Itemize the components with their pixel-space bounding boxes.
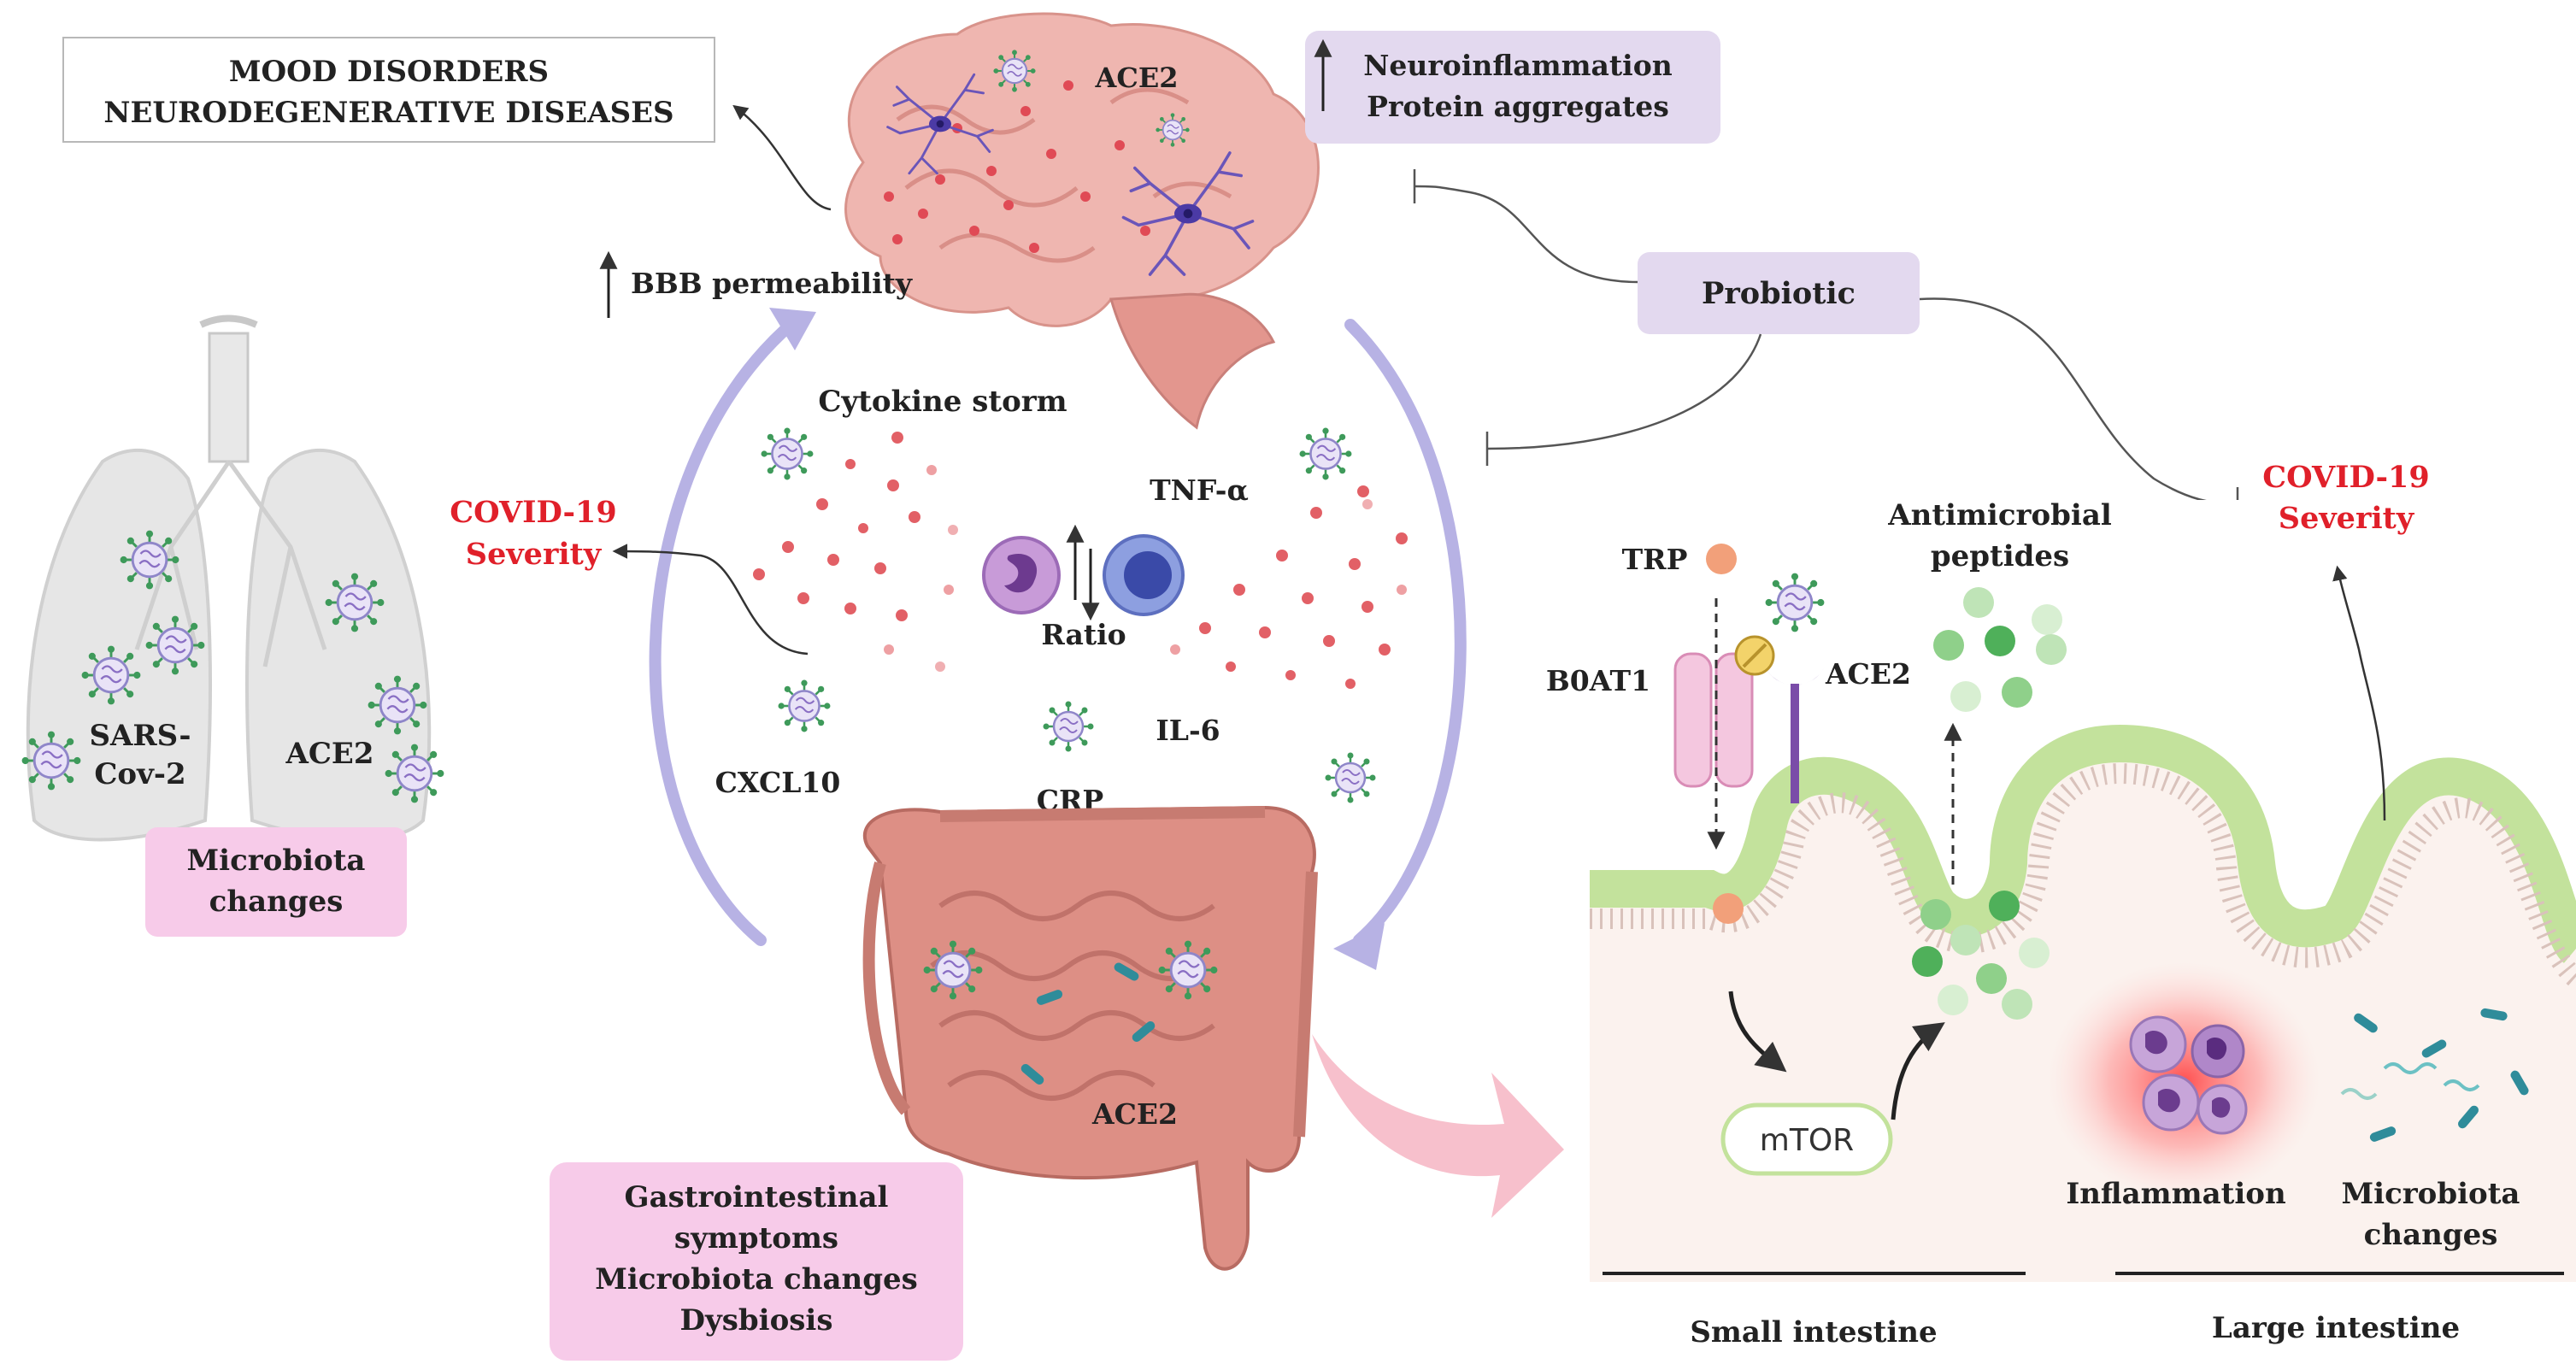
gi-symptoms-box: Gastrointestinal symptoms Microbiota cha… [550, 1162, 963, 1361]
virus-icon [81, 645, 141, 705]
intestine-ace2-label: ACE2 [1825, 657, 1911, 691]
monocyte-icon [982, 536, 1061, 614]
gi-label-4: Dysbiosis [680, 1303, 833, 1338]
trp-molecule [1706, 544, 1737, 574]
tnf-alpha-label: TNF-α [1150, 473, 1249, 507]
gi-label-1: Gastrointestinal [625, 1180, 889, 1214]
lymphocyte-icon [1103, 534, 1185, 616]
virus-icon [778, 679, 831, 732]
virus-icon [1765, 573, 1825, 632]
neutrophil-icon [2129, 1015, 2248, 1135]
virus-icon [385, 744, 444, 803]
severity-left-label: Severity [466, 537, 603, 572]
amp-label-1: Antimicrobial [1887, 498, 2112, 532]
protein-aggregates-label: Protein aggregates [1367, 90, 1669, 123]
trp-label: TRP [1622, 543, 1688, 576]
virus-icon [120, 530, 179, 590]
cytokine-to-severity-arrow [612, 544, 809, 656]
mood-disorders-label: MOOD DISORDERS [229, 55, 549, 89]
inflammation-label: Inflammation [2066, 1177, 2285, 1211]
zoom-arrow [1312, 1034, 1564, 1218]
gi-label-2: symptoms [674, 1221, 838, 1255]
virus-icon [1325, 752, 1376, 803]
small-intestine-label: Small intestine [1690, 1315, 1937, 1349]
microbiota-to-severity-arrow [2332, 565, 2386, 821]
mtor-box: mTOR [1720, 1102, 1893, 1176]
virus-icon [21, 731, 81, 791]
antimicrobial-peptides [1912, 587, 2067, 1020]
transporter-icon [1673, 635, 1825, 803]
brain-to-mood-arrow [732, 104, 832, 211]
sars-label: SARS- [89, 719, 191, 753]
lung-changes-label: changes [209, 885, 344, 919]
cycle-arrows [649, 308, 1467, 970]
lung-ace2-label: ACE2 [285, 737, 373, 771]
gi-label-3: Microbiota changes [595, 1262, 918, 1297]
amp-label-2: peptides [1931, 539, 2069, 573]
virus-icon [325, 573, 385, 632]
virus-icon [1158, 940, 1218, 1000]
virus-icon [145, 615, 205, 675]
brain-illustration [844, 12, 1320, 430]
severity-right-label: Severity [2279, 501, 2415, 536]
neurodegenerative-label: NEURODEGENERATIVE DISEASES [103, 96, 673, 130]
large-microbiota-label: Microbiota [2342, 1177, 2520, 1211]
mood-disorders-box: MOOD DISORDERS NEURODEGENERATIVE DISEASE… [62, 37, 715, 143]
b0at1-label: B0AT1 [1546, 664, 1650, 697]
cytokine-storm-label: Cytokine storm [818, 385, 1067, 419]
virus-icon [368, 675, 427, 735]
probiotic-label: Probiotic [1702, 276, 1856, 311]
covid-left-label: COVID-19 [450, 495, 617, 530]
lung-microbiota-label: Microbiota [187, 844, 366, 878]
cov2-label: Cov-2 [94, 757, 185, 791]
covid-right-label: COVID-19 [2262, 460, 2430, 495]
gut-ace2-label: ACE2 [1091, 1097, 1178, 1131]
mtor-to-amp-arrow [1891, 1022, 1945, 1120]
virus-icon [1299, 427, 1352, 480]
trp-molecule [1713, 893, 1744, 924]
virus-icon [993, 50, 1036, 92]
virus-icon [761, 427, 814, 480]
il6-label: IL-6 [1156, 714, 1220, 747]
large-intestine-label: Large intestine [2212, 1311, 2460, 1345]
lung-microbiota-box: Microbiota changes [145, 827, 407, 937]
brain-ace2-label: ACE2 [1095, 62, 1179, 94]
probiotic-box: Probiotic [1638, 252, 1920, 334]
cytokine-dots-left [753, 432, 958, 672]
cytokine-dots-right [1170, 485, 1408, 689]
cxcl10-label: CXCL10 [715, 766, 841, 799]
virus-icon [1156, 113, 1190, 147]
mtor-label: mTOR [1760, 1123, 1854, 1158]
trp-to-mtor-arrow [1728, 991, 1787, 1073]
virus-icon [923, 940, 983, 1000]
large-changes-label: changes [2364, 1218, 2498, 1252]
ratio-label: Ratio [1041, 618, 1126, 651]
neuroinflammation-box: Neuroinflammation Protein aggregates [1305, 31, 1720, 144]
bbb-permeability-label: BBB permeability [631, 267, 913, 300]
virus-icon [1043, 701, 1094, 752]
probiotic-inhibition-lines [1413, 169, 2239, 521]
gut-illustration [862, 805, 1318, 1271]
large-intestine-bacteria [2340, 1008, 2531, 1144]
lungs-illustration [26, 315, 432, 842]
neuroinflammation-label: Neuroinflammation [1363, 49, 1672, 82]
